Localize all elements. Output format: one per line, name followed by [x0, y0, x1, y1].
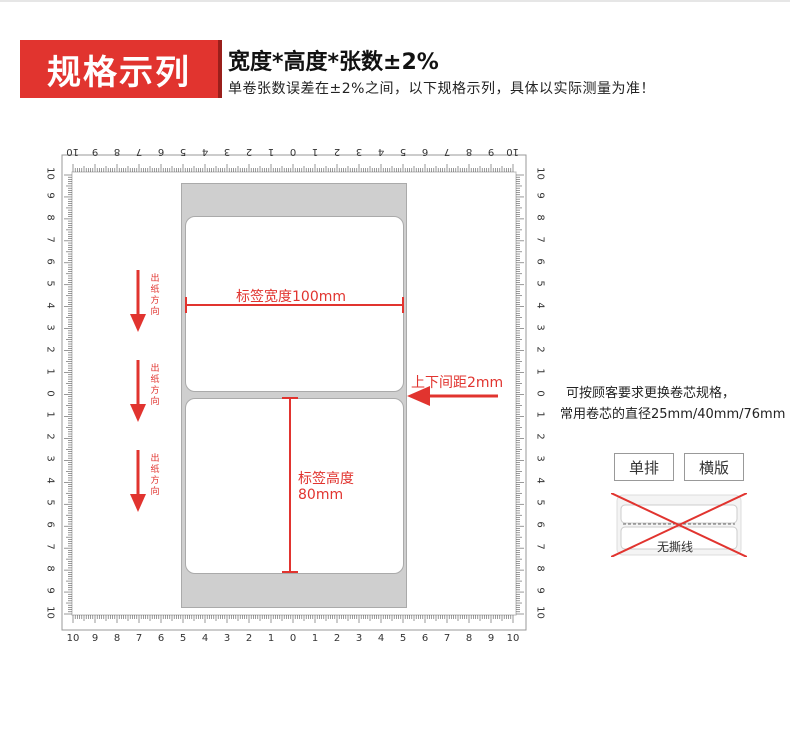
ruler-tick-label: 6: [421, 633, 429, 644]
option-single-row: 单排: [614, 453, 674, 481]
ruler-tick-label: 9: [487, 633, 495, 644]
ruler-tick-label: 7: [135, 633, 143, 644]
width-label: 标签宽度100mm: [236, 289, 346, 305]
feed-direction-label-3: 出纸方向: [150, 454, 160, 497]
core-note-line1: 可按顾客要求更换卷芯规格，: [566, 386, 736, 401]
ruler-tick-label: 5: [399, 633, 407, 644]
ruler-tick-label: 10: [506, 633, 520, 644]
ruler-tick-label: 4: [201, 633, 209, 644]
ruler-tick-label: 5: [179, 633, 187, 644]
label-sheet-bottom: [185, 398, 404, 574]
ruler-tick-label: 2: [333, 633, 341, 644]
ruler-tick-label: 7: [443, 633, 451, 644]
ruler-tick-label: 9: [91, 633, 99, 644]
ruler-tick-label: 8: [113, 633, 121, 644]
ruler-tick-label: 3: [355, 633, 363, 644]
ruler-tick-label: 0: [289, 633, 297, 644]
ruler-tick-label: 6: [157, 633, 165, 644]
ruler-tick-label: 4: [377, 633, 385, 644]
feed-direction-label-2: 出纸方向: [150, 364, 160, 407]
ruler-tick-label: 3: [223, 633, 231, 644]
feed-direction-label-1: 出纸方向: [150, 274, 160, 317]
height-label-line1: 标签高度: [298, 471, 354, 487]
no-tear-line-label: 无撕线: [657, 540, 694, 554]
no-tear-line-illustration: [611, 493, 747, 557]
title-divider: [218, 40, 222, 98]
subline: 单卷张数误差在±2%之间，以下规格示列，具体以实际测量为准！: [228, 81, 655, 97]
gap-label: 上下间距2mm: [411, 375, 504, 391]
ruler-tick-label: 1: [311, 633, 319, 644]
height-label-line2: 80mm: [298, 487, 344, 503]
title-badge: 规格示列: [20, 40, 218, 98]
ruler-tick-label: 1: [267, 633, 275, 644]
headline: 宽度*高度*张数±2%: [228, 50, 439, 75]
option-horizontal: 横版: [684, 453, 744, 481]
core-note-line2: 常用卷芯的直径25mm/40mm/76mm: [560, 407, 786, 422]
ruler-tick-label: 10: [66, 633, 80, 644]
ruler-tick-label: 2: [245, 633, 253, 644]
ruler-tick-label: 8: [465, 633, 473, 644]
top-border-line: [0, 0, 790, 2]
